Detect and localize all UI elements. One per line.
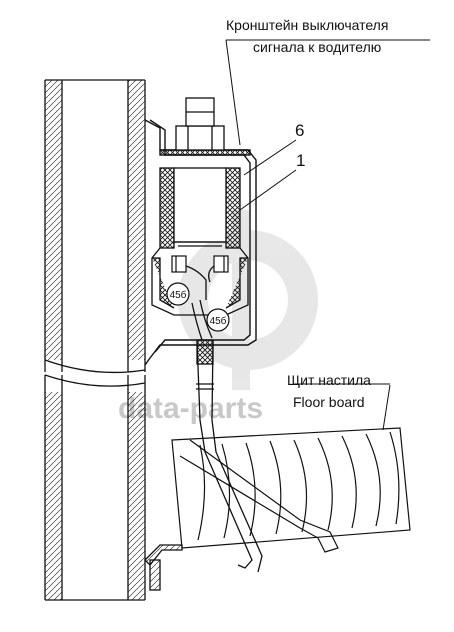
label-part-1: 1 xyxy=(296,151,306,170)
switch-nut xyxy=(175,97,225,151)
label-part-6: 6 xyxy=(295,121,305,140)
terminal-right xyxy=(213,255,229,273)
wire-mark-2: 45б xyxy=(210,315,227,327)
floor-board xyxy=(171,427,411,553)
wire-mark-1: 45б xyxy=(170,289,187,301)
terminal-left xyxy=(171,255,187,273)
leader-lines xyxy=(225,39,430,431)
label-floor-ru: Щит настила xyxy=(287,372,371,388)
label-floor-en: Floor board xyxy=(293,394,365,410)
label-bracket-line1: Кронштейн выключателя xyxy=(226,17,389,33)
frame-rail xyxy=(44,79,146,601)
wire-mark-circle-1 xyxy=(166,282,190,306)
wire xyxy=(185,265,263,573)
rail-angle-bracket xyxy=(144,544,183,591)
wire-mark-circle-2 xyxy=(206,308,230,332)
label-bracket-line2: сигнала к водителю xyxy=(253,39,382,55)
